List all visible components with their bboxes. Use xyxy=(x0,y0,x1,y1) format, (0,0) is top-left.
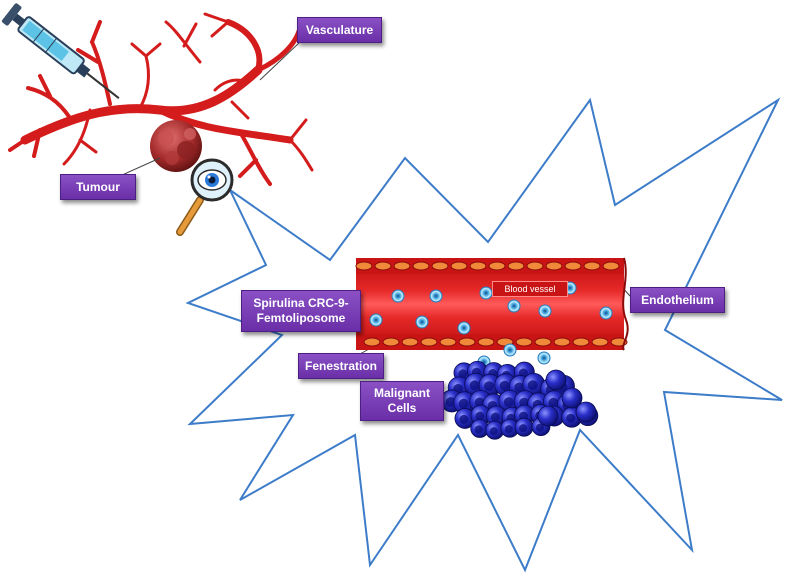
malignant-cell-nucleus xyxy=(469,380,480,391)
malignant-cell-nucleus xyxy=(445,396,456,407)
syringe-icon xyxy=(1,3,120,99)
malignant-cell-nucleus xyxy=(490,412,500,422)
malignant-cell-nucleus xyxy=(489,427,498,436)
malignant-cell-nucleus xyxy=(474,425,483,434)
malignant-cell-nucleus xyxy=(499,380,510,391)
endothelial-cell xyxy=(507,261,525,271)
malignant-cell xyxy=(575,401,597,423)
endothelial-cell xyxy=(393,261,411,271)
endothelial-cell xyxy=(412,261,430,271)
liposome xyxy=(503,343,517,357)
blood-vessel xyxy=(355,257,629,351)
endothelial-cell xyxy=(401,337,419,347)
liposome xyxy=(507,299,521,313)
vasculature-tree xyxy=(8,12,314,186)
endothelial-cell xyxy=(488,261,506,271)
endothelial-cell xyxy=(515,337,533,347)
endothelial-cell xyxy=(469,261,487,271)
label-endothelium: Endothelium xyxy=(630,287,725,313)
liposome xyxy=(599,306,613,320)
malignant-cell-nucleus xyxy=(475,411,485,421)
endothelial-cell xyxy=(420,337,438,347)
label-vasculature: Vasculature xyxy=(297,17,382,43)
label-tumour: Tumour xyxy=(60,174,136,200)
malignant-cell-nucleus xyxy=(519,424,528,433)
liposome xyxy=(415,315,429,329)
endothelial-cell xyxy=(439,337,457,347)
endothelial-cell xyxy=(431,261,449,271)
malignant-cells-cluster xyxy=(440,360,599,440)
malignant-cell xyxy=(561,387,583,409)
label-spirulina-femtoliposome: Spirulina CRC-9- Femtoliposome xyxy=(241,290,361,332)
endothelial-cell xyxy=(545,261,563,271)
label-blood-vessel: Blood vessel xyxy=(492,281,568,297)
liposome xyxy=(369,313,383,327)
malignant-cell xyxy=(537,405,559,427)
liposome xyxy=(537,351,551,365)
malignant-cell-nucleus xyxy=(459,414,469,424)
malignant-cell-nucleus xyxy=(535,423,545,432)
malignant-cell-nucleus xyxy=(503,397,514,408)
endothelial-cell xyxy=(583,261,601,271)
malignant-cell-nucleus xyxy=(458,369,468,379)
liposome xyxy=(429,289,443,303)
leader-tumour xyxy=(119,157,161,177)
label-fenestration: Fenestration xyxy=(298,353,384,379)
endothelial-cell xyxy=(526,261,544,271)
endothelial-cell xyxy=(602,261,620,271)
leader-vasculature xyxy=(259,41,301,81)
endothelial-cell xyxy=(477,337,495,347)
endothelial-cell xyxy=(572,337,590,347)
liposome xyxy=(479,286,493,300)
endothelial-cell xyxy=(564,261,582,271)
malignant-cell xyxy=(545,369,567,391)
endothelial-cell xyxy=(355,261,373,271)
liposome xyxy=(457,321,471,335)
endothelial-cell xyxy=(534,337,552,347)
malignant-cell-nucleus xyxy=(566,413,576,423)
label-malignant-cells: Malignant Cells xyxy=(360,381,444,421)
endothelial-cell xyxy=(382,337,400,347)
malignant-cell-nucleus xyxy=(548,397,559,408)
endothelial-cell xyxy=(363,337,381,347)
malignant-cell-nucleus xyxy=(504,425,513,434)
endothelium-cells-top xyxy=(355,261,620,271)
endothelial-cell xyxy=(553,337,571,347)
endothelial-cell xyxy=(450,261,468,271)
endothelial-cell xyxy=(458,337,476,347)
magnifier-eye-icon xyxy=(176,158,234,236)
endothelial-cell xyxy=(591,337,609,347)
malignant-cell-nucleus xyxy=(484,381,494,392)
tumour-mass xyxy=(150,120,202,172)
malignant-cell-nucleus xyxy=(514,382,525,393)
liposome xyxy=(538,304,552,318)
endothelium-cells-bottom xyxy=(363,337,628,347)
malignant-cell-nucleus xyxy=(458,398,469,409)
endothelial-cell xyxy=(374,261,392,271)
malignant-cell-nucleus xyxy=(527,380,538,391)
liposome xyxy=(391,289,405,303)
